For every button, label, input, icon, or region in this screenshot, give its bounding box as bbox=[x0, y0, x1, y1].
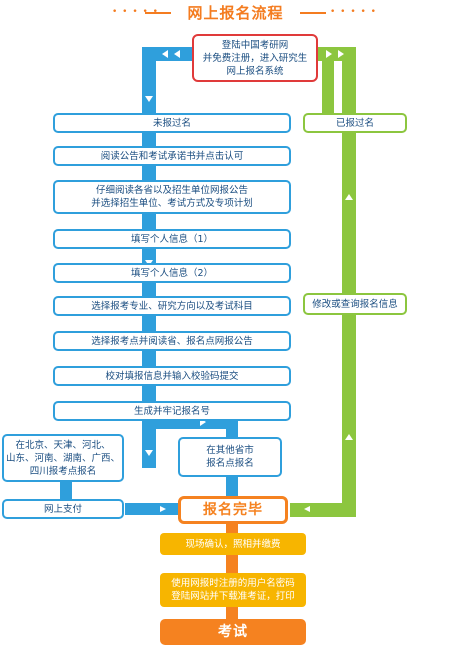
start-node: 登陆中国考研网 并免费注册，进入研究生 网上报名系统 bbox=[192, 34, 318, 82]
title-bar: • • • • • 网上报名流程 • • • • • bbox=[0, 0, 471, 28]
blue-pay-to-complete-connector bbox=[125, 503, 180, 515]
verify-submit-node: 校对填报信息并输入校验码提交 bbox=[53, 366, 291, 386]
modify-info-node: 修改或查询报名信息 bbox=[303, 293, 407, 315]
read-unit-notice-node: 仔细阅读各省以及招生单位网报公告 并选择招生单位、考试方式及专项计划 bbox=[53, 180, 291, 214]
generate-id-node: 生成并牢记报名号 bbox=[53, 401, 291, 421]
select-site-node: 选择报考点并阅读省、报名点网报公告 bbox=[53, 331, 291, 351]
print-ticket-node: 使用网报时注册的用户名密码 登陆网站并下载准考证，打印 bbox=[160, 573, 306, 607]
onsite-confirm-node: 现场确认，照相并缴费 bbox=[160, 533, 306, 555]
pay-online-node: 网上支付 bbox=[2, 499, 124, 519]
select-major-node: 选择报考专业、研究方向以及考试科目 bbox=[53, 296, 291, 316]
blue-other-drop-connector bbox=[226, 415, 238, 439]
registration-complete-node: 报名完毕 bbox=[178, 496, 288, 524]
exam-node: 考试 bbox=[160, 619, 306, 645]
green-trunk-connector bbox=[342, 47, 356, 515]
personal-info-2-node: 填写个人信息（2） bbox=[53, 263, 291, 283]
read-notice-node: 阅读公告和考试承诺书并点击认可 bbox=[53, 146, 291, 166]
title-rule-left bbox=[145, 12, 171, 14]
green-bottom-connector bbox=[290, 503, 356, 517]
page-title: 网上报名流程 bbox=[187, 4, 284, 22]
registered-node: 已报过名 bbox=[303, 113, 407, 133]
title-rule-right bbox=[300, 12, 326, 14]
not-registered-node: 未报过名 bbox=[53, 113, 291, 133]
other-provinces-node: 在其他省市 报名点报名 bbox=[178, 437, 282, 477]
green-drop-connector bbox=[322, 60, 334, 114]
title-dots-left: • • • • • bbox=[112, 7, 159, 17]
title-dots-right: • • • • • bbox=[330, 7, 377, 17]
listed-provinces-node: 在北京、天津、河北、 山东、河南、湖南、广西、 四川报考点报名 bbox=[2, 434, 124, 482]
personal-info-1-node: 填写个人信息（1） bbox=[53, 229, 291, 249]
